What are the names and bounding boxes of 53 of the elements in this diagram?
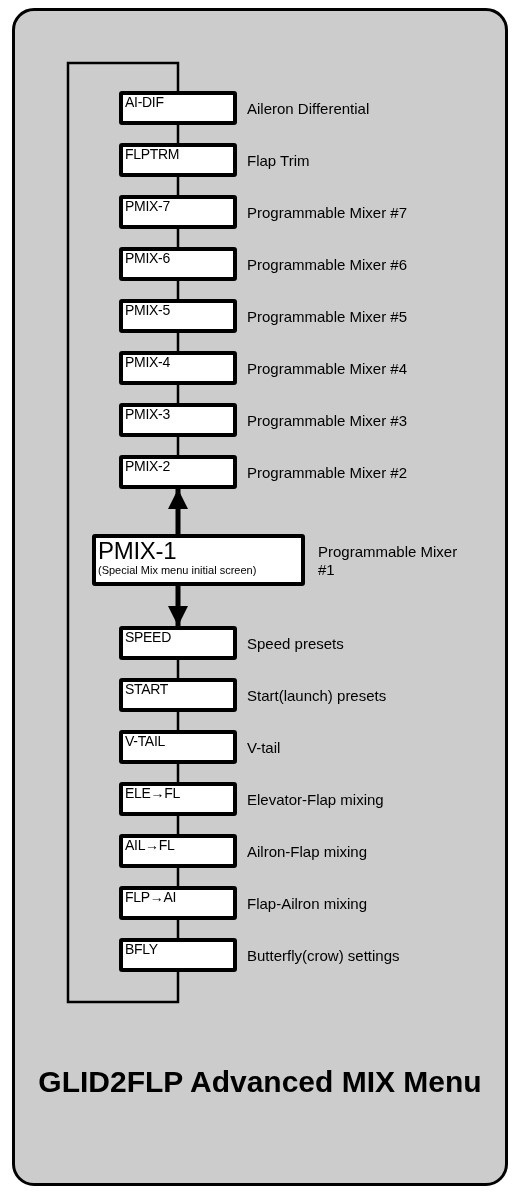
menu-code: AI-DIF	[125, 95, 165, 111]
menu-screen-box	[92, 534, 305, 586]
menu-screen-box	[119, 730, 237, 764]
description-label: V-tail	[247, 739, 282, 757]
menu-code: PMIX-5	[125, 303, 171, 319]
description-label: Flap Trim	[247, 152, 311, 170]
menu-screen-box	[119, 299, 237, 333]
menu-screen-box	[119, 247, 237, 281]
menu-screen-box	[119, 91, 237, 125]
menu-code: START	[125, 682, 170, 698]
description-label: Aileron Differential	[247, 100, 371, 118]
menu-code: PMIX-7	[125, 199, 171, 215]
description-label: Programmable Mixer #1	[318, 543, 459, 579]
menu-code: FLPTRM	[125, 147, 181, 163]
menu-code: PMIX-2	[125, 459, 171, 475]
menu-screen-box	[119, 834, 237, 868]
menu-screen-box	[119, 195, 237, 229]
menu-screen-box	[119, 626, 237, 660]
menu-screen-box	[119, 455, 237, 489]
menu-code: PMIX-3	[125, 407, 171, 423]
description-label: Programmable Mixer #3	[247, 412, 409, 430]
menu-code: PMIX-4	[125, 355, 171, 371]
menu-screen-box	[119, 403, 237, 437]
description-label: Programmable Mixer #4	[247, 360, 409, 378]
title: GLID2FLP Advanced MIX Menu	[37, 1064, 483, 1100]
menu-screen-box	[119, 938, 237, 972]
description-label: Programmable Mixer #5	[247, 308, 409, 326]
screen-note: (Special Mix menu initial screen)	[98, 564, 258, 577]
description-label: Programmable Mixer #7	[247, 204, 409, 222]
menu-code: SPEED	[125, 630, 172, 646]
description-label: Speed presets	[247, 635, 345, 653]
description-label: Start(launch) presets	[247, 687, 388, 705]
menu-code: PMIX-1	[98, 538, 178, 565]
menu-screen-box	[119, 143, 237, 177]
connector-line	[66, 61, 180, 1004]
arrow	[168, 489, 188, 534]
menu-code: ELE→FL	[125, 786, 181, 802]
description-label: Flap-Ailron mixing	[247, 895, 369, 913]
arrow	[168, 586, 188, 626]
description-label: Elevator-Flap mixing	[247, 791, 385, 809]
description-label: Butterfly(crow) settings	[247, 947, 401, 965]
description-label: Ailron-Flap mixing	[247, 843, 369, 861]
menu-code: PMIX-6	[125, 251, 171, 267]
description-label: Programmable Mixer #2	[247, 464, 409, 482]
menu-screen-box	[119, 351, 237, 385]
menu-code: FLP→AI	[125, 890, 178, 906]
description-label: Programmable Mixer #6	[247, 256, 409, 274]
menu-screen-box	[119, 678, 237, 712]
menu-screen-box	[119, 782, 237, 816]
menu-code: V-TAIL	[125, 734, 166, 750]
menu-code: BFLY	[125, 942, 159, 958]
menu-screen-box	[119, 886, 237, 920]
menu-code: AIL→FL	[125, 838, 176, 854]
